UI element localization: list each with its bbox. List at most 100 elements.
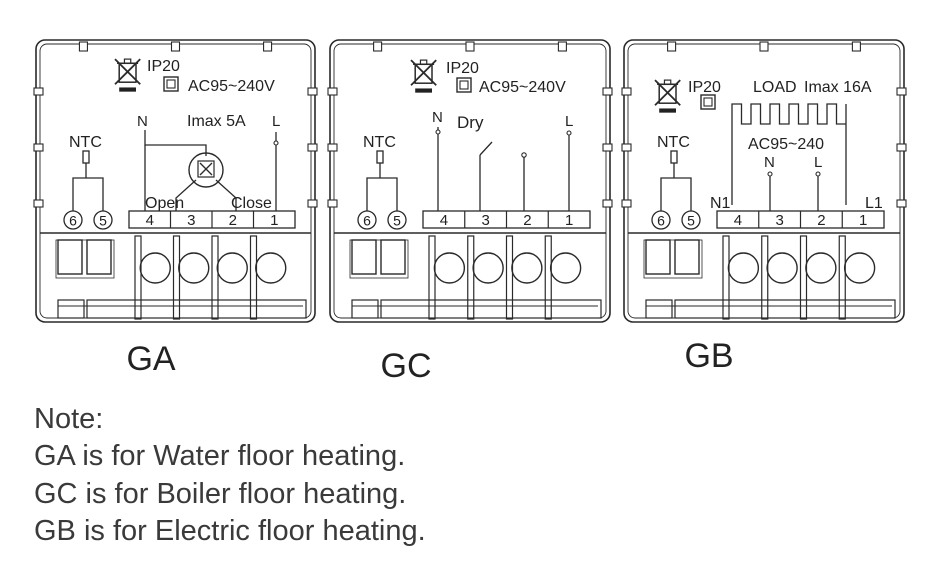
socket-frame xyxy=(55,239,115,279)
mount-tab-top xyxy=(465,41,475,52)
mount-tab-top xyxy=(170,41,181,52)
l1-label: L1 xyxy=(865,195,883,212)
weee-bin-icon xyxy=(114,58,141,92)
terminal-number: 4 xyxy=(734,212,742,229)
mount-tab-top xyxy=(373,41,383,52)
dry-label: Dry xyxy=(457,113,484,132)
terminal-screw xyxy=(255,252,287,284)
terminal-ridge xyxy=(211,235,219,320)
ip-rating: IP20 xyxy=(147,58,180,75)
base-plate xyxy=(645,299,673,319)
mount-tab-top xyxy=(667,41,677,52)
sensor-terminal-number: 6 xyxy=(363,213,371,229)
terminal-number: 4 xyxy=(146,212,154,229)
terminal-screw xyxy=(805,252,837,284)
close-label: Close xyxy=(231,195,272,212)
mount-tab-left xyxy=(327,87,338,96)
bin-cross xyxy=(410,59,437,86)
base-plate xyxy=(57,299,85,319)
double-insulation-icon xyxy=(456,77,472,93)
ntc-wire-loop xyxy=(366,177,398,211)
voltage-label: AC95~240V xyxy=(188,78,275,95)
panel-outline xyxy=(623,39,905,323)
mount-tab-right xyxy=(307,199,318,208)
bin-bar xyxy=(415,88,432,93)
terminal-ridge xyxy=(428,235,436,320)
live-label: L xyxy=(814,154,822,171)
sensor-terminal-number: 5 xyxy=(687,213,695,229)
voltage-label: AC95~240V xyxy=(479,79,566,96)
open-label: Open xyxy=(145,195,184,212)
l-terminal-dot xyxy=(815,171,821,177)
sensor-terminal-number: 5 xyxy=(393,213,401,229)
mount-tab-right xyxy=(602,143,613,152)
terminal-screw xyxy=(472,252,504,284)
ntc-sensor xyxy=(670,150,678,164)
mount-tab-right xyxy=(602,87,613,96)
socket-square xyxy=(351,239,377,275)
dry-switch xyxy=(479,141,493,156)
terminal-ridge xyxy=(505,235,514,320)
mount-tab-left xyxy=(33,199,44,208)
sensor-terminal-number: 5 xyxy=(99,213,107,229)
bin-handle xyxy=(419,59,428,65)
terminal-screw xyxy=(511,252,543,284)
terminal-number: 1 xyxy=(565,212,573,229)
sensor-terminal-number: 6 xyxy=(657,213,665,229)
note-line-gc: GC is for Boiler floor heating. xyxy=(34,478,407,510)
mount-tab-top xyxy=(557,41,567,52)
double-insulation-inner xyxy=(703,97,713,107)
terminal-number: 3 xyxy=(775,212,783,229)
terminal-ridge xyxy=(799,235,808,320)
socket-square xyxy=(380,239,406,275)
double-insulation-icon xyxy=(163,76,179,92)
terminal-number: 1 xyxy=(270,212,278,229)
model-caption-gc: GC xyxy=(381,347,432,385)
weee-bin-icon xyxy=(654,79,681,113)
dry-contact xyxy=(521,152,527,158)
mount-tab-right xyxy=(896,143,907,152)
valve-mark xyxy=(199,162,213,176)
socket-frame xyxy=(349,239,409,279)
mount-tab-left xyxy=(327,199,338,208)
ntc-label: NTC xyxy=(363,134,396,151)
panel-outline xyxy=(35,39,316,323)
ntc-sensor xyxy=(82,150,90,164)
heating-element xyxy=(731,103,847,205)
bin-cross xyxy=(114,58,141,85)
n-terminal-dot xyxy=(435,129,441,135)
terminal-screw xyxy=(178,252,210,284)
terminal-number: 3 xyxy=(481,212,489,229)
panel-outline xyxy=(329,39,611,323)
mount-tab-top xyxy=(78,41,88,52)
n-wire xyxy=(144,130,207,156)
terminal-screw xyxy=(727,252,760,284)
load-label: LOAD xyxy=(753,79,797,96)
note-line-gb: GB is for Electric floor heating. xyxy=(34,515,426,547)
model-caption-ga: GA xyxy=(126,340,175,378)
note-line-ga: GA is for Water floor heating. xyxy=(34,440,406,472)
valve-actuator xyxy=(188,152,224,188)
current-label: Imax 5A xyxy=(187,113,246,130)
ntc-wire-loop xyxy=(72,177,104,211)
socket-square xyxy=(86,239,112,275)
double-insulation-inner xyxy=(166,79,176,89)
mount-tab-left xyxy=(33,87,44,96)
model-caption-gb: GB xyxy=(684,337,733,375)
bin-bar xyxy=(119,87,136,92)
mount-tab-right xyxy=(896,199,907,208)
terminal-ridge xyxy=(467,235,475,320)
terminal-ridge xyxy=(544,235,552,320)
mount-tab-top xyxy=(759,41,769,52)
socket-square xyxy=(57,239,83,275)
note-title: Note: xyxy=(34,403,104,435)
terminal-ridge xyxy=(761,235,769,320)
terminal-screw xyxy=(216,252,248,284)
bin-cross xyxy=(654,79,681,106)
terminal-ridge xyxy=(838,235,846,320)
close-wire xyxy=(215,179,237,211)
open-wire xyxy=(175,179,197,211)
base-plate xyxy=(351,299,379,319)
